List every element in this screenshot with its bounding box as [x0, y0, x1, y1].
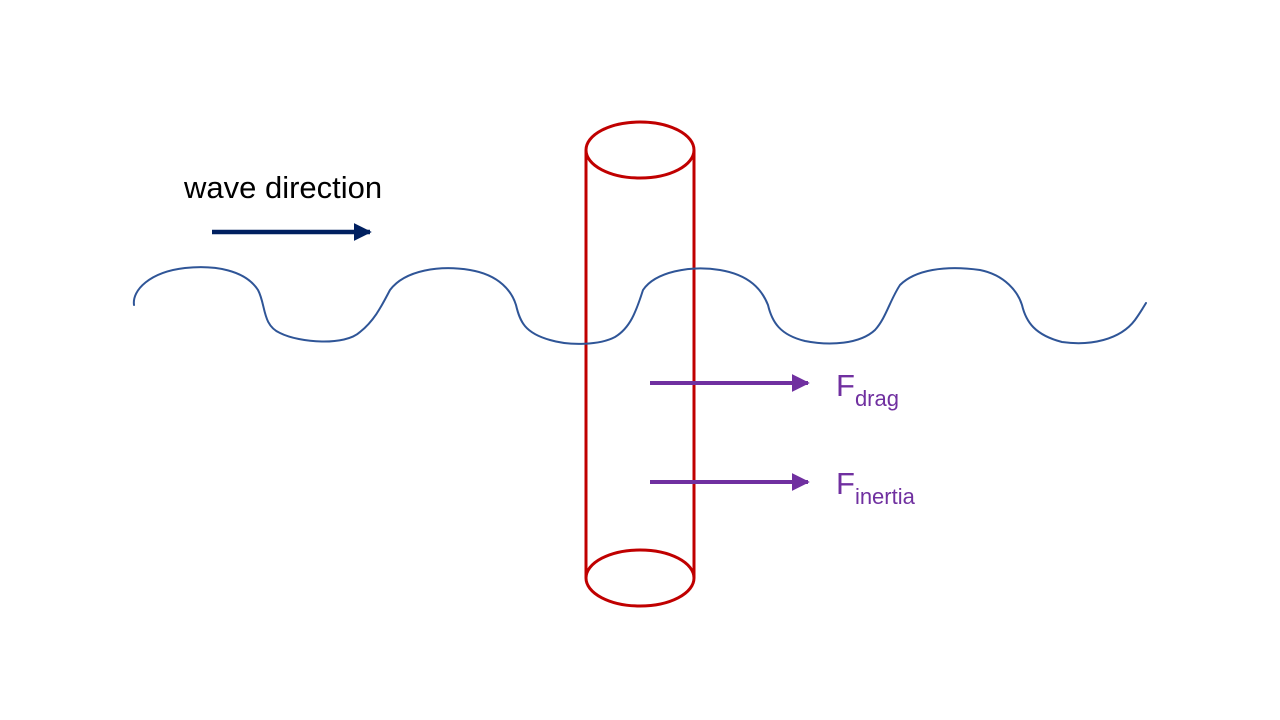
cylinder-bottom-ellipse: [584, 548, 696, 608]
drag-force-label: Fdrag: [836, 368, 899, 410]
cylinder-top-ellipse: [584, 120, 696, 180]
drag-force-subscript: drag: [854, 386, 899, 411]
wave-line: [132, 266, 1147, 345]
inertia-force-symbol: F: [836, 466, 855, 501]
inertia-force-label: Finertia: [836, 466, 915, 508]
wave-direction-label: wave direction: [184, 170, 383, 205]
drag-force-symbol: F: [836, 368, 855, 403]
cylinder: [584, 120, 696, 608]
inertia-force-subscript: inertia: [854, 484, 915, 509]
